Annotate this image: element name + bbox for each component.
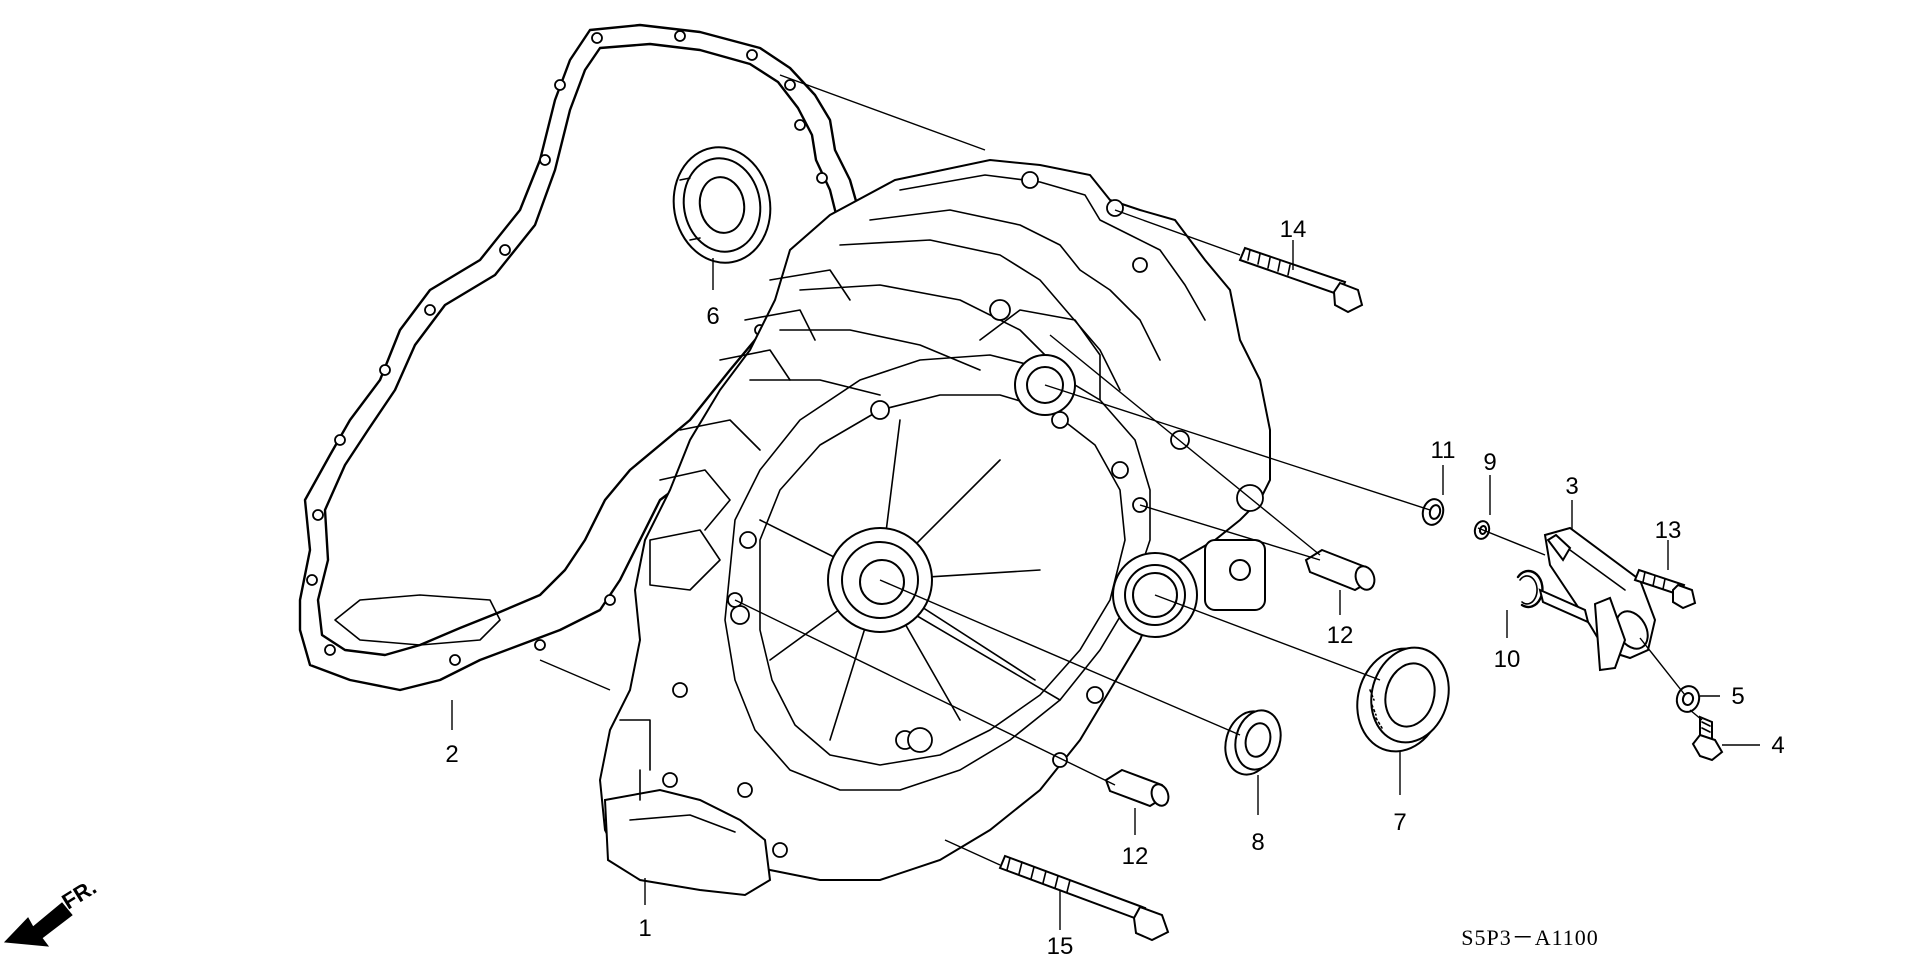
callout-11: 11 <box>1431 437 1456 464</box>
seal-part-7 <box>1356 646 1450 795</box>
case-part-1 <box>598 158 1271 897</box>
callout-13: 13 <box>1655 517 1682 544</box>
front-arrow-icon <box>3 902 73 947</box>
bolt-part-13 <box>1633 540 1697 610</box>
ring-part-11 <box>1421 465 1445 526</box>
callout-14: 14 <box>1280 216 1307 243</box>
callout-2: 2 <box>445 741 458 768</box>
callout-4: 4 <box>1771 732 1784 759</box>
snap-ring-part-10 <box>1506 569 1544 638</box>
front-direction-marker: FR. <box>3 874 101 947</box>
callout-12-lower: 12 <box>1122 843 1149 870</box>
callout-1: 1 <box>638 915 651 942</box>
bolt-part-15 <box>998 854 1170 942</box>
callout-8: 8 <box>1251 829 1264 856</box>
callout-15: 15 <box>1047 933 1074 959</box>
washer-part-5 <box>1675 685 1720 713</box>
callout-9: 9 <box>1483 449 1496 476</box>
dowel-pin-12-upper <box>1304 548 1376 615</box>
bearing-part-8 <box>1224 709 1282 815</box>
callout-6: 6 <box>706 303 719 330</box>
callout-12-upper: 12 <box>1327 622 1354 649</box>
bearing-part-6 <box>672 146 772 290</box>
callout-7: 7 <box>1393 809 1406 836</box>
callout-5: 5 <box>1731 683 1744 710</box>
callout-3: 3 <box>1565 473 1578 500</box>
lever-part-3 <box>1538 500 1657 672</box>
callout-10: 10 <box>1494 646 1521 673</box>
alignment-lines <box>539 74 1703 866</box>
bolt-part-14 <box>1238 240 1364 314</box>
plug-part-4 <box>1691 715 1760 762</box>
washer-part-9 <box>1473 475 1491 540</box>
dowel-pin-12-lower <box>1104 768 1170 835</box>
diagram-code: S5P3－A1100 <box>1461 925 1599 950</box>
